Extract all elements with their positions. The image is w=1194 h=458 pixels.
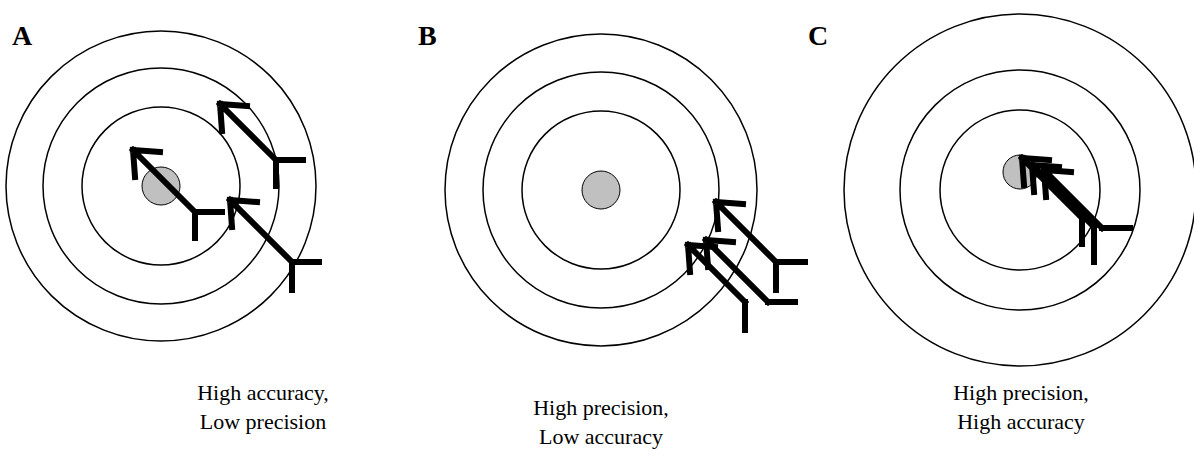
arrows	[133, 104, 1130, 330]
panel-caption: High accuracy, Low precision	[175, 378, 351, 436]
panel-caption: High precision, High accuracy	[933, 378, 1109, 436]
panel-letter: A	[12, 20, 32, 52]
target-rings	[6, 14, 1194, 366]
panel-letter: B	[418, 20, 437, 52]
panel-caption: High precision, Low accuracy	[513, 393, 689, 451]
panel-letter: C	[808, 20, 828, 52]
